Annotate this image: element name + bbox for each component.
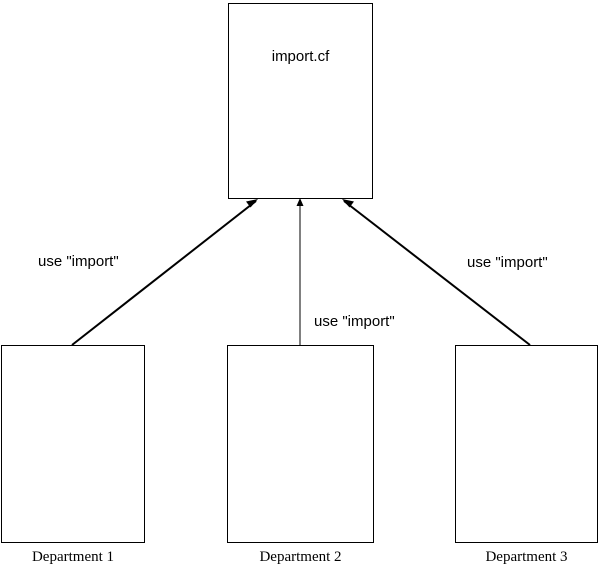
edge-department-1-to-import: [71, 199, 258, 346]
edge-department-2-to-import: [296, 198, 304, 345]
node-promises-cf-department-2[interactable]: promises.cf: [227, 345, 374, 543]
group-caption-department-1: Department 1: [31, 549, 115, 565]
edge-label-department-2: use "import": [314, 313, 395, 330]
edge-label-department-3: use "import": [467, 254, 548, 271]
node-import-cf-label: import.cf: [271, 48, 330, 65]
group-caption-department-3: Department 3: [485, 549, 568, 565]
group-caption-department-2: Department 2: [259, 549, 342, 565]
edge-label-department-1: use "import": [38, 253, 119, 270]
node-promises-cf-department-3[interactable]: promises.cf: [455, 345, 598, 543]
node-promises-cf-department-1[interactable]: promises.cf: [1, 345, 145, 543]
edge-department-3-to-import: [342, 199, 531, 346]
node-import-cf[interactable]: import.cf: [228, 3, 373, 199]
